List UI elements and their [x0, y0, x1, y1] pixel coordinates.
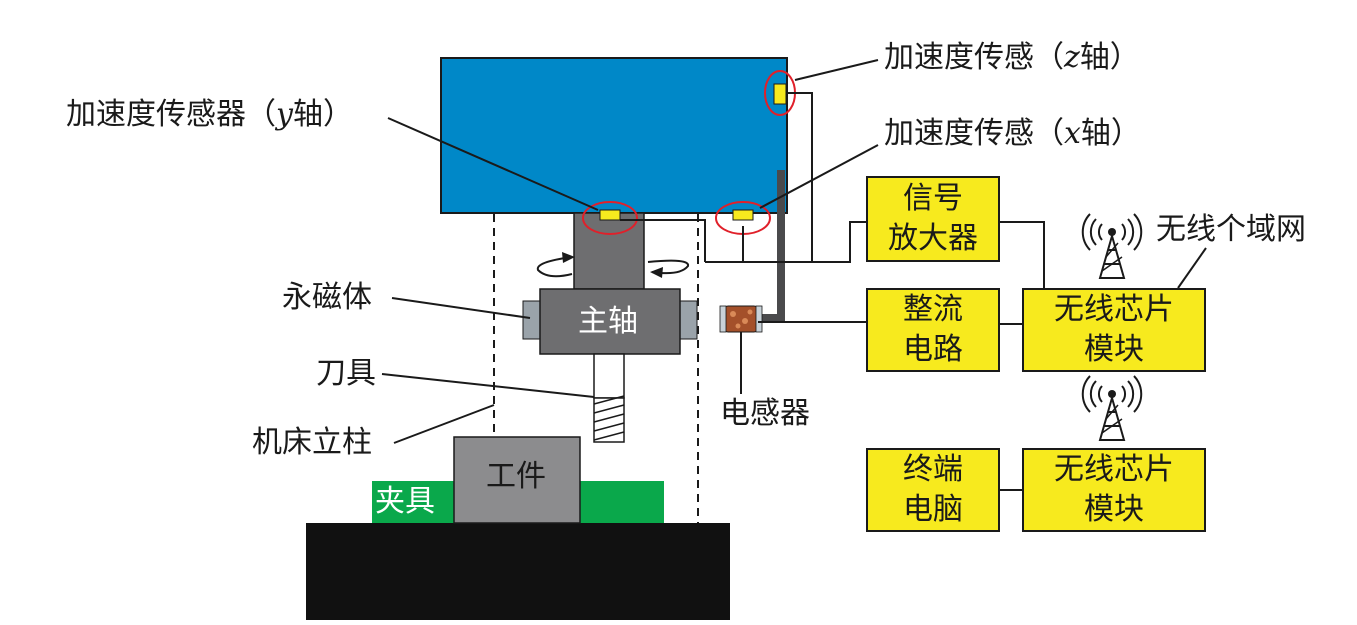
label-magnet: 永磁体 [282, 280, 372, 315]
wireless-chip-module-1: 无线芯片模块 [1022, 288, 1206, 372]
inductor-lead [758, 170, 785, 322]
label-fixture: 夹具 [375, 484, 435, 519]
terminal-pc-block: 终端电脑 [866, 448, 1000, 532]
rectifier-block: 整流电路 [866, 288, 1000, 372]
tool-flute-hatch [593, 395, 625, 441]
label-accel-x: 加速度传感（x轴） [884, 116, 1141, 151]
rotation-arrow-right [647, 259, 689, 275]
tool-shank [593, 353, 625, 399]
wireless-chip-module-2: 无线芯片模块 [1022, 448, 1206, 532]
label-workpiece: 工件 [486, 459, 546, 494]
label-spindle: 主轴 [578, 304, 638, 339]
wiring [620, 92, 1045, 491]
sensor-y [599, 209, 621, 221]
amplifier-block: 信号放大器 [866, 176, 1000, 262]
fixture-right [578, 481, 664, 523]
label-tool: 刀具 [316, 356, 376, 391]
label-wpan: 无线个域网 [1156, 212, 1306, 247]
sensor-x [732, 209, 754, 221]
antenna-icon [1081, 375, 1143, 441]
fixture-left [372, 481, 458, 523]
rotation-arrow-left-head [562, 252, 575, 263]
antenna-icon [1081, 213, 1143, 279]
spindle-housing [539, 288, 681, 355]
label-inductor: 电感器 [720, 396, 810, 431]
leader-lines [381, 59, 1207, 444]
label-accel-y: 加速度传感器（y轴） [66, 97, 353, 132]
rotation-arrow-right-head [650, 267, 663, 278]
inductor-coil [719, 305, 763, 333]
label-accel-z: 加速度传感（z轴） [884, 40, 1140, 75]
machine-base [306, 523, 730, 620]
sensor-z [773, 83, 787, 105]
workpiece-block [453, 436, 581, 524]
rotation-arrow-left [536, 256, 573, 278]
headstock-block [440, 57, 788, 214]
ring-sensor-y [582, 201, 638, 235]
label-column: 机床立柱 [252, 425, 372, 460]
